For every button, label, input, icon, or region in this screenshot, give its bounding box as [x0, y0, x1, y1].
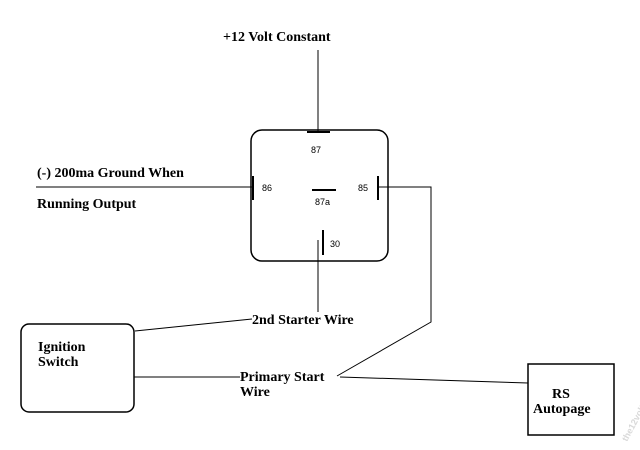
relay-box — [250, 129, 389, 262]
pin-87a-label: 87a — [315, 197, 330, 207]
starter2-wire — [134, 318, 253, 332]
ignition-label-line1: Ignition — [38, 340, 86, 355]
pin-85-label: 85 — [358, 183, 368, 193]
primary-start-wire-right — [339, 376, 529, 384]
primary-label-line1: Primary Start — [240, 370, 325, 385]
primary-label-line2: Wire — [240, 385, 270, 400]
rs-label-line2: Autopage — [533, 402, 591, 417]
constant-label: +12 Volt Constant — [223, 30, 331, 45]
ignition-switch-box — [20, 323, 135, 413]
rs-autopage-box — [527, 363, 615, 436]
ground-label-line1: (-) 200ma Ground When — [37, 166, 184, 181]
ignition-label-line2: Switch — [38, 355, 79, 370]
starter2-label: 2nd Starter Wire — [252, 313, 354, 328]
rs-label-line1: RS — [552, 387, 570, 402]
pin-86-label: 86 — [262, 183, 272, 193]
primary-start-wire-upper — [336, 186, 432, 377]
ground-label-line2: Running Output — [37, 197, 137, 212]
pin-30-label: 30 — [330, 239, 340, 249]
pin-87-label: 87 — [311, 145, 321, 155]
watermark: the12volt.com — [620, 385, 640, 443]
